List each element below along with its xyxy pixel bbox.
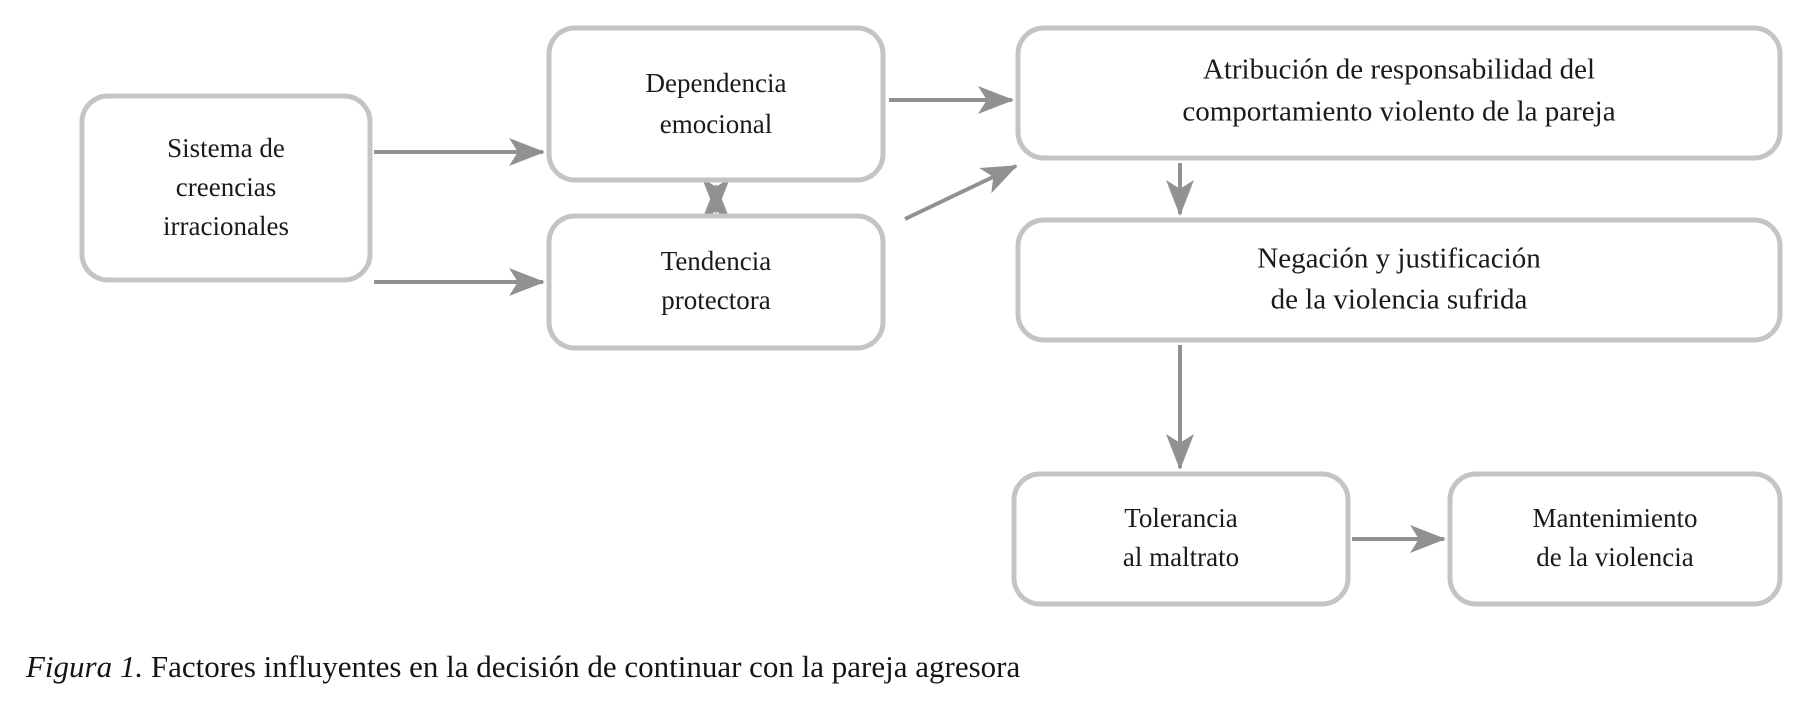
node-label-line: Atribución de responsabilidad del <box>1203 54 1595 86</box>
node-label-line: al maltrato <box>1123 542 1239 572</box>
node-sistema-de-creencias-irracionales[interactable]: Sistema de creencias irracionales <box>79 93 373 283</box>
node-label-line: emocional <box>660 109 772 139</box>
node-box <box>79 93 373 283</box>
node-label-line: creencias <box>176 172 276 202</box>
node-box <box>546 213 886 351</box>
node-label-line: Dependencia <box>646 68 787 98</box>
flowchart-diagram: Sistema de creencias irracionales Depend… <box>79 25 1783 607</box>
figure-caption-text: Factores influyentes en la decisión de c… <box>143 649 1021 684</box>
node-box <box>1011 471 1351 607</box>
node-negacion-y-justificacion[interactable]: Negación y justificación de la violencia… <box>1015 217 1783 343</box>
node-label-line: Negación y justificación <box>1257 243 1541 275</box>
node-dependencia-emocional[interactable]: Dependencia emocional <box>546 25 886 183</box>
node-box <box>1447 471 1783 607</box>
node-label-line: protectora <box>661 285 770 315</box>
node-tolerancia-al-maltrato[interactable]: Tolerancia al maltrato <box>1011 471 1351 607</box>
node-label-line: Sistema de <box>167 133 285 163</box>
node-label-line: de la violencia sufrida <box>1271 284 1528 316</box>
node-label-line: de la violencia <box>1536 542 1693 572</box>
node-label-line: Mantenimiento <box>1533 503 1698 533</box>
figure-caption-label: Figura 1. <box>26 649 144 684</box>
edge-tendencia-to-atribucion <box>904 164 1018 221</box>
node-box <box>1015 25 1783 161</box>
node-mantenimiento-de-la-violencia[interactable]: Mantenimiento de la violencia <box>1447 471 1783 607</box>
figure-caption: Figura 1. Factores influyentes en la dec… <box>26 648 1786 687</box>
node-box <box>1015 217 1783 343</box>
node-label-line: Tendencia <box>661 246 772 276</box>
node-atribucion-de-responsabilidad[interactable]: Atribución de responsabilidad del compor… <box>1015 25 1783 161</box>
node-tendencia-protectora[interactable]: Tendencia protectora <box>546 213 886 351</box>
node-label-line: comportamiento violento de la pareja <box>1182 96 1615 128</box>
node-label-line: irracionales <box>163 211 289 241</box>
node-label-line: Tolerancia <box>1124 503 1238 533</box>
edge-layer <box>374 86 1446 553</box>
node-box <box>546 25 886 183</box>
